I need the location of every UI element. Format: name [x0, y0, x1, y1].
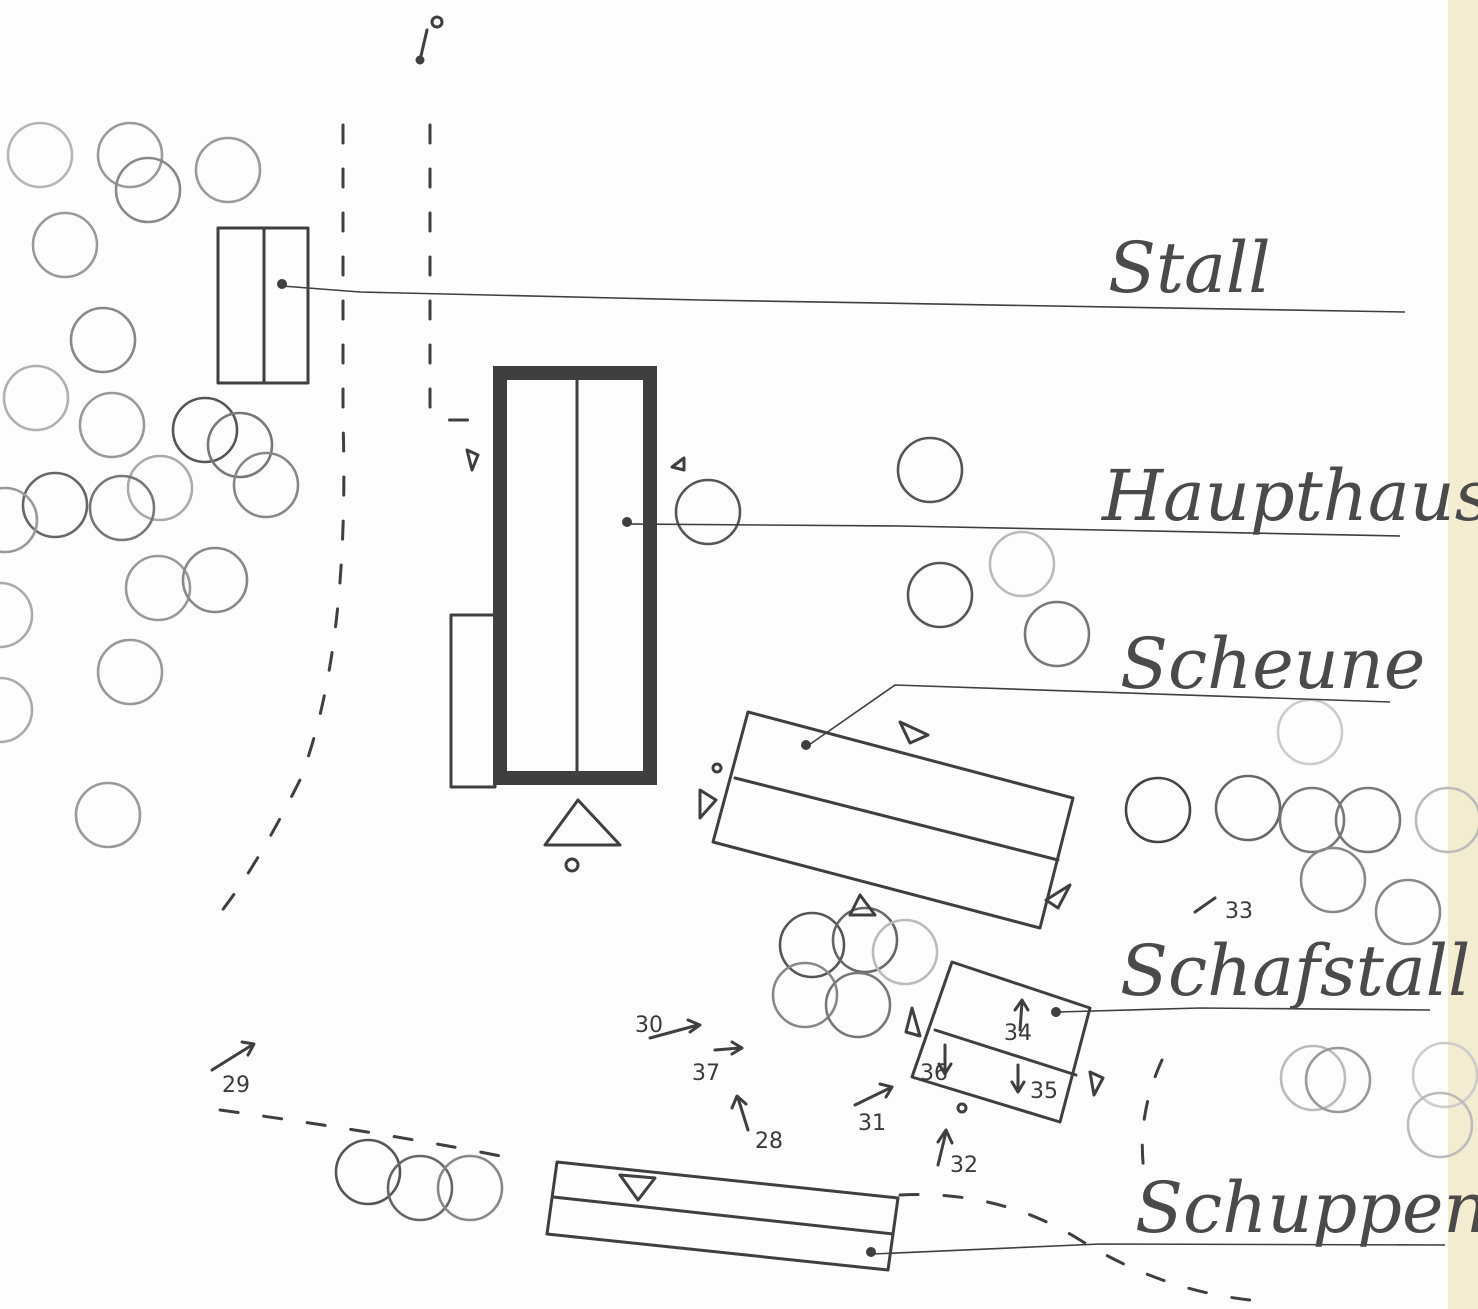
label-stall: Stall	[1108, 227, 1271, 309]
building-stall	[216, 226, 310, 385]
number-28: 28	[755, 1129, 783, 1154]
tree-circle	[1299, 846, 1367, 914]
tree-circle	[181, 546, 249, 614]
tree-circle	[988, 530, 1056, 598]
tree-circle	[896, 436, 964, 504]
tree-circle	[674, 478, 742, 546]
label-scheune: Scheune	[1120, 623, 1425, 705]
tree-circle	[232, 451, 300, 519]
tree-circle	[21, 471, 89, 539]
leader-schafstall	[1057, 1007, 1431, 1013]
tree-circle	[1214, 774, 1282, 842]
number-36: 36	[920, 1061, 948, 1086]
tree-circle	[1414, 786, 1478, 854]
number-30: 30	[635, 1013, 663, 1038]
tree-circle	[1279, 1044, 1347, 1112]
path-bottom	[218, 1108, 522, 1162]
tree-circle	[31, 211, 99, 279]
label-schuppen: Schuppen	[1135, 1167, 1478, 1249]
path-right-vertical	[1140, 1058, 1164, 1202]
tree-circle	[2, 364, 70, 432]
path-bottom-right	[898, 1193, 1252, 1302]
tree-circle	[1304, 1046, 1372, 1114]
tree-circle	[6, 121, 74, 189]
label-schafstall: Schafstall	[1120, 930, 1470, 1012]
leader-stall	[281, 285, 1406, 313]
path-left-curve	[208, 123, 346, 927]
tree-circle	[1124, 776, 1192, 844]
tree-circle	[96, 121, 164, 189]
tree-circle	[206, 411, 274, 479]
number-29: 29	[222, 1073, 250, 1098]
tree-circle	[96, 638, 164, 706]
tree-circle	[1023, 600, 1091, 668]
building-haupthaus	[449, 366, 686, 873]
tree-circle	[0, 581, 34, 649]
trees	[0, 121, 1478, 1222]
tree-circle	[114, 156, 182, 224]
tree-circle	[124, 554, 192, 622]
number-33: 33	[1225, 899, 1253, 924]
tree-circle	[386, 1154, 454, 1222]
leader-scheune	[805, 684, 1391, 748]
photo-markers	[210, 15, 1217, 1167]
building-schuppen	[545, 1160, 900, 1272]
leader-haupthaus	[626, 523, 1401, 537]
tree-circle	[126, 454, 194, 522]
tree-circle	[69, 306, 137, 374]
tree-circle	[334, 1138, 402, 1206]
tree-circle	[1411, 1041, 1478, 1109]
tree-circle	[1278, 786, 1346, 854]
path-entrance	[428, 123, 494, 422]
tree-circle	[824, 971, 892, 1039]
tree-circle	[1334, 786, 1402, 854]
label-haupthaus: Haupthaus	[1100, 455, 1478, 537]
number-34: 34	[1004, 1021, 1032, 1046]
tree-circle	[194, 136, 262, 204]
tree-circle	[1406, 1091, 1474, 1159]
tree-circle	[831, 906, 899, 974]
tree-circle	[74, 781, 142, 849]
leader-schuppen	[872, 1243, 1446, 1255]
tree-circle	[771, 961, 839, 1029]
tree-circle	[1374, 878, 1442, 946]
building-scheune	[698, 710, 1075, 930]
tree-circle	[871, 918, 939, 986]
number-32: 32	[950, 1153, 978, 1178]
building-schafstall	[904, 960, 1105, 1124]
tree-circle	[778, 911, 846, 979]
number-37: 37	[692, 1061, 720, 1086]
tree-circle	[171, 396, 239, 464]
tree-circle	[0, 676, 34, 744]
tree-circle	[906, 561, 974, 629]
tree-circle	[436, 1154, 504, 1222]
tree-circle	[78, 391, 146, 459]
tree-circle	[1276, 698, 1344, 766]
tree-circle	[88, 474, 156, 542]
number-35: 35	[1030, 1079, 1058, 1104]
tree-circle	[0, 486, 39, 554]
number-31: 31	[858, 1111, 886, 1136]
